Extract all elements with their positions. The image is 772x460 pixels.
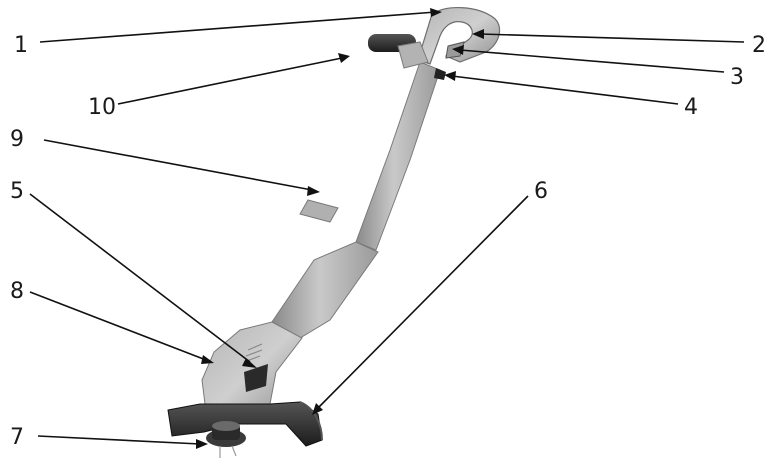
arrowhead-4 — [444, 71, 456, 81]
arrowhead-8 — [201, 355, 214, 364]
lower-shaft — [271, 241, 379, 339]
callout-1: 1 — [14, 33, 28, 58]
guard-rim — [299, 401, 323, 441]
arrowhead-2 — [472, 29, 484, 39]
leader-line-2 — [479, 33, 745, 43]
callout-8: 8 — [10, 279, 24, 304]
leader-line-9 — [43, 139, 313, 191]
leader-line-10 — [117, 57, 343, 105]
arrowhead-3 — [452, 45, 464, 55]
handle-knob — [434, 68, 446, 80]
callout-5: 5 — [10, 179, 24, 204]
upper-shaft — [355, 61, 441, 251]
trimmer-body — [167, 7, 501, 458]
leader-lines — [29, 8, 745, 449]
housing-vent — [244, 364, 268, 392]
callout-6: 6 — [534, 179, 548, 204]
callout-7: 7 — [10, 425, 24, 450]
safety-guard — [167, 401, 323, 447]
callout-labels: 1 2 3 4 5 6 7 8 9 10 — [10, 33, 766, 450]
arrowhead-1 — [430, 8, 442, 17]
callout-4: 4 — [684, 95, 698, 120]
callout-2: 2 — [752, 33, 766, 58]
auxiliary-handle — [368, 34, 429, 69]
leader-line-1 — [39, 11, 437, 43]
arrowhead-6 — [312, 403, 323, 415]
callout-3: 3 — [730, 65, 744, 90]
spool-head — [206, 421, 246, 458]
leader-line-4 — [451, 75, 679, 105]
arrowhead-10 — [338, 53, 350, 63]
arrowhead-9 — [307, 186, 320, 196]
leader-line-5 — [29, 193, 251, 363]
leader-line-7 — [37, 435, 201, 445]
arrowhead-7 — [196, 439, 208, 449]
callout-9: 9 — [10, 127, 24, 152]
leader-line-8 — [29, 291, 207, 361]
callout-10: 10 — [88, 95, 116, 120]
leader-line-6 — [317, 195, 529, 409]
arrowhead-5 — [242, 358, 257, 368]
leader-line-3 — [459, 49, 725, 73]
shaft-collar — [299, 199, 339, 223]
